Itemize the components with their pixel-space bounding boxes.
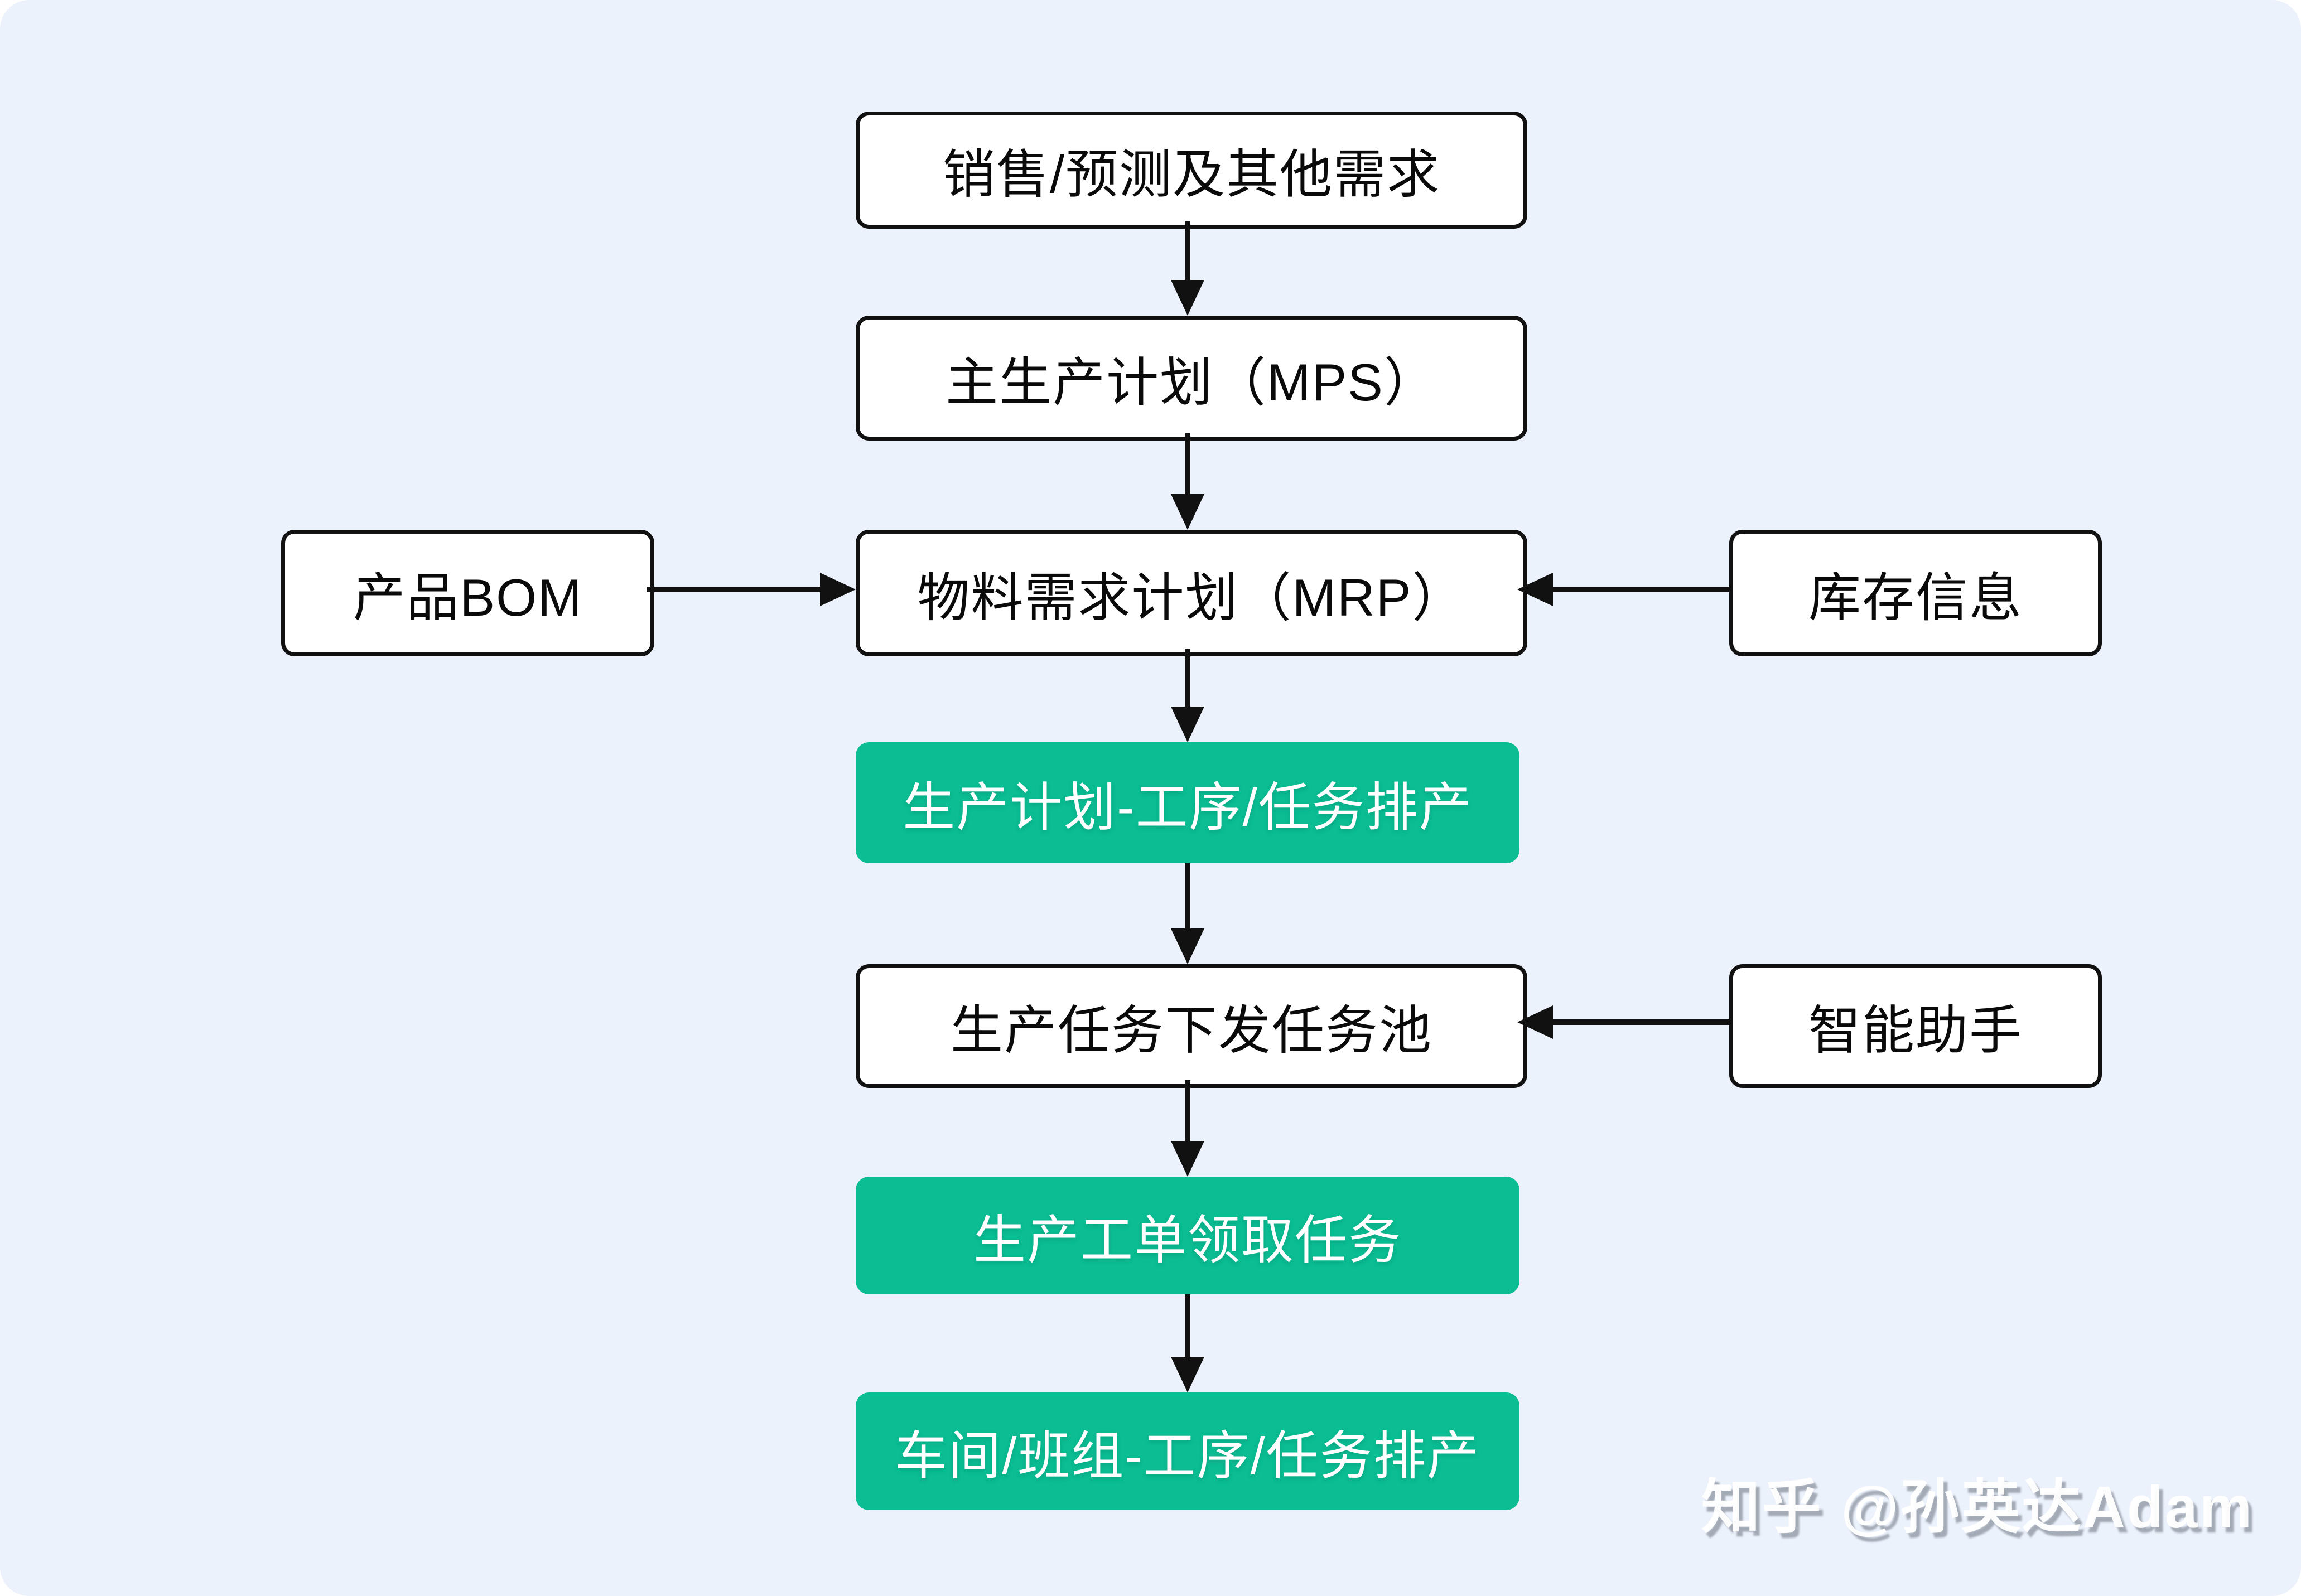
arrow-line	[1553, 587, 1729, 592]
arrowhead-left-icon	[1517, 1005, 1553, 1039]
arrow-line	[647, 587, 822, 592]
node-inventory-info: 库存信息	[1729, 530, 2102, 656]
arrow-line	[1185, 1294, 1190, 1357]
arrow-line	[1185, 221, 1190, 280]
arrowhead-right-icon	[820, 573, 856, 606]
node-product-bom: 产品BOM	[281, 530, 654, 656]
arrow-line	[1185, 863, 1190, 928]
node-material-requirements-planning: 物料需求计划（MRP）	[856, 530, 1527, 656]
arrowhead-down-icon	[1171, 1141, 1204, 1177]
node-workshop-team-scheduling: 车间/班组-工序/任务排产	[856, 1392, 1519, 1510]
arrowhead-down-icon	[1171, 280, 1204, 316]
arrowhead-down-icon	[1171, 707, 1204, 742]
node-sales-forecast-demand: 销售/预测及其他需求	[856, 112, 1527, 229]
node-master-production-schedule: 主生产计划（MPS）	[856, 316, 1527, 441]
node-task-pool-dispatch: 生产任务下发任务池	[856, 964, 1527, 1088]
arrow-line	[1553, 1019, 1729, 1025]
arrow-line	[1185, 1080, 1190, 1141]
arrow-line	[1185, 649, 1190, 707]
node-smart-assistant: 智能助手	[1729, 964, 2102, 1088]
arrowhead-down-icon	[1171, 928, 1204, 964]
arrow-line	[1185, 433, 1190, 494]
arrowhead-down-icon	[1171, 1357, 1204, 1392]
node-work-order-claim-task: 生产工单领取任务	[856, 1177, 1519, 1294]
arrowhead-left-icon	[1517, 573, 1553, 606]
arrowhead-down-icon	[1171, 494, 1204, 530]
zhihu-watermark: 知乎 @孙英达Adam	[1701, 1474, 2254, 1540]
node-production-plan-scheduling: 生产计划-工序/任务排产	[856, 742, 1519, 863]
